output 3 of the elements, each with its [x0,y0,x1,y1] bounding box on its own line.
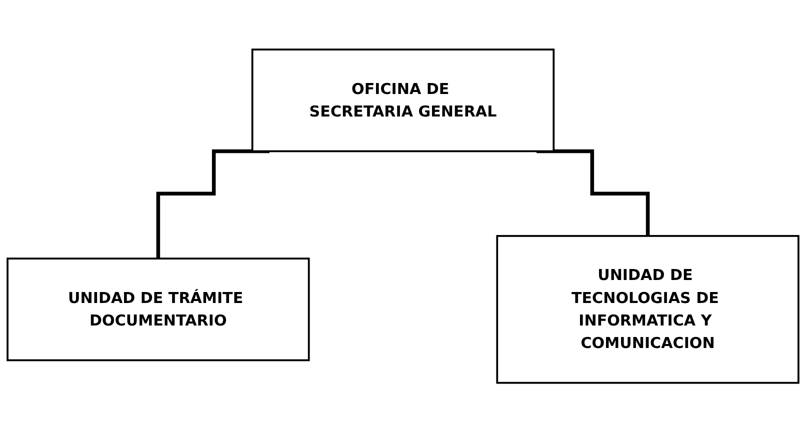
node-box: OFICINA DE SECRETARIA GENERAL [251,48,555,152]
node-box: UNIDAD DE TECNOLOGIAS DE INFORMATICA Y COMUNICACION [496,234,800,384]
node-box: UNIDAD DE TRÁMITE DOCUMENTARIO [6,257,310,361]
